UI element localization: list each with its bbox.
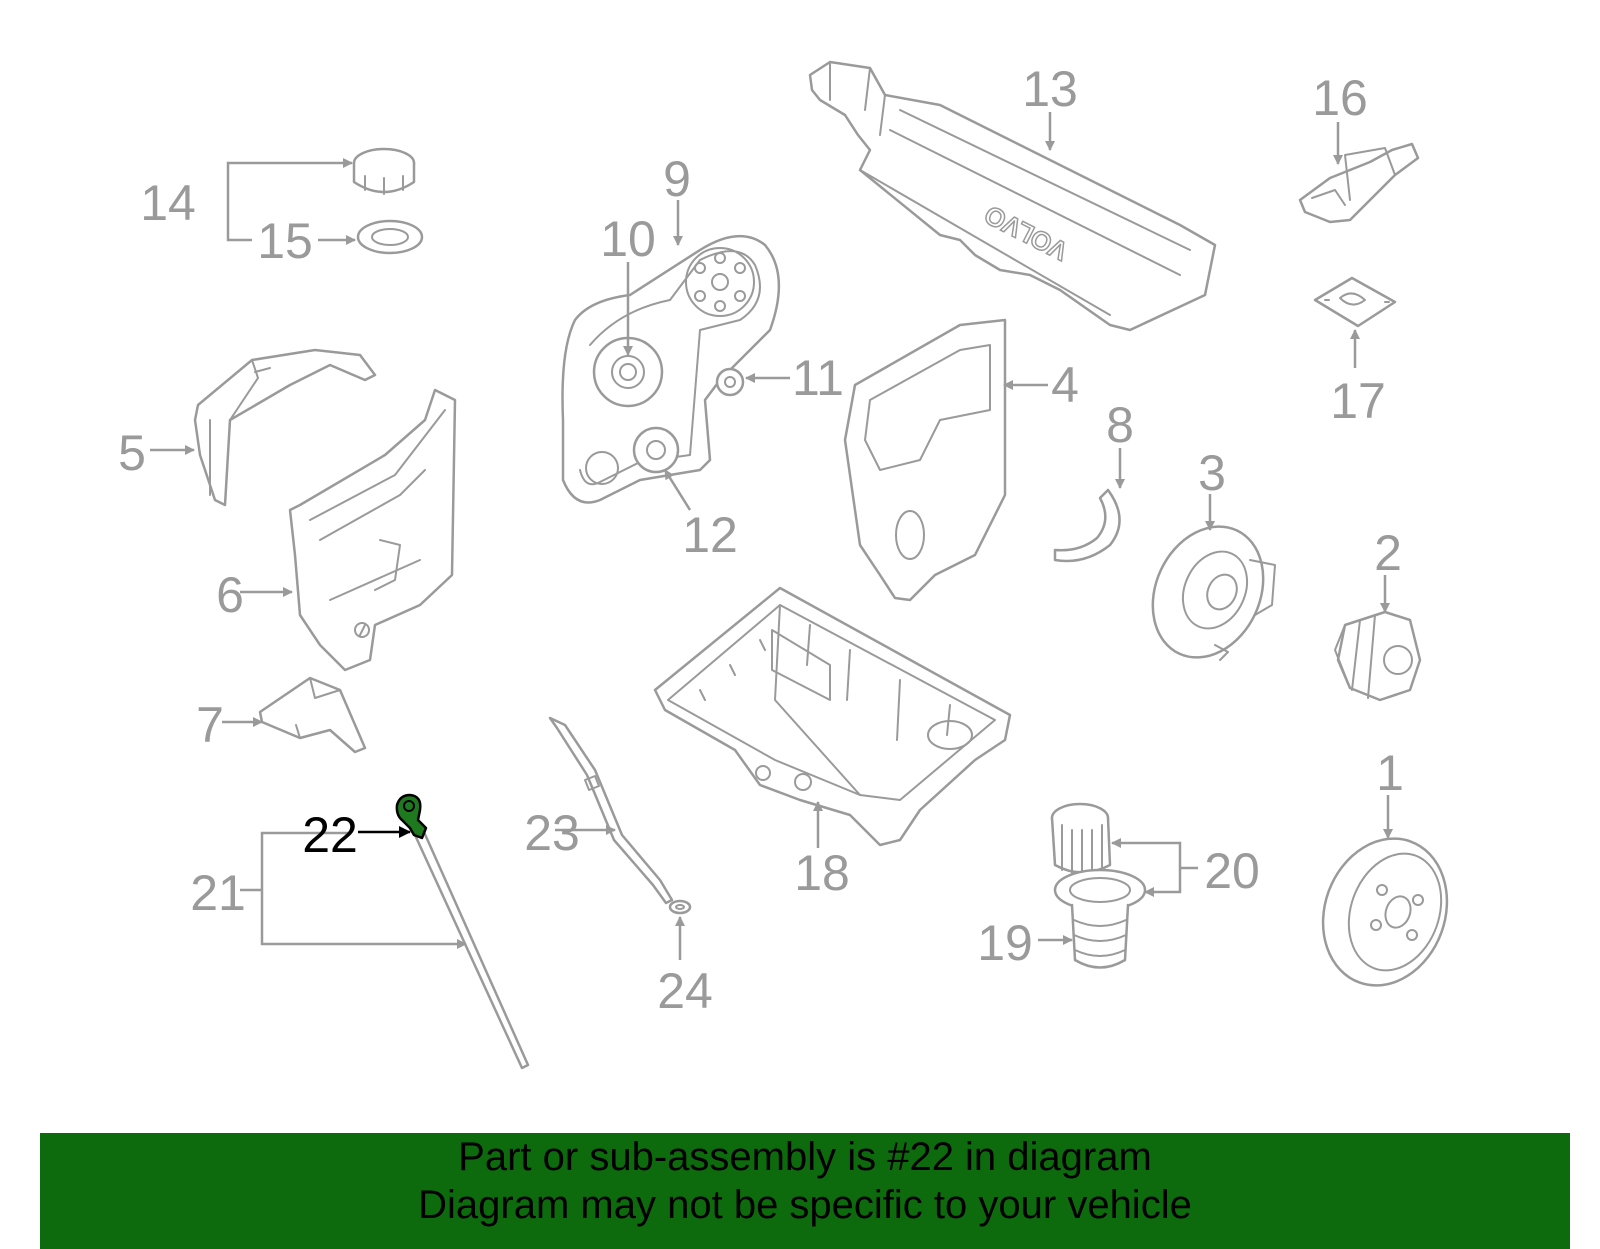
part-7-bracket[interactable] [258, 676, 367, 754]
part-16-sensor[interactable] [1298, 142, 1420, 224]
callout-14: 14 [140, 175, 196, 231]
callout-24: 24 [657, 963, 713, 1019]
part-12-crank-gear[interactable] [632, 426, 680, 474]
part-19-filter-housing[interactable] [1053, 868, 1147, 969]
callout-11: 11 [792, 350, 844, 406]
callout-20: 20 [1204, 843, 1260, 899]
callout-8: 8 [1106, 397, 1134, 453]
callout-16: 16 [1312, 70, 1368, 126]
callout-1: 1 [1376, 745, 1404, 801]
callout-10: 10 [600, 211, 656, 267]
part-20-oil-filter[interactable] [1050, 802, 1112, 876]
part-11-idler-pulley[interactable] [715, 367, 745, 397]
banner-line-2: Diagram may not be specific to your vehi… [418, 1183, 1192, 1227]
part-3-oil-pump[interactable] [1132, 508, 1284, 675]
part-13-engine-cover[interactable]: VOLVO [808, 60, 1217, 332]
callout-18: 18 [794, 845, 850, 901]
part-22-dipstick-handle[interactable] [395, 793, 428, 840]
callout-3: 3 [1198, 445, 1226, 501]
callout-2: 2 [1374, 525, 1402, 581]
part-1-crank-pulley[interactable] [1303, 821, 1467, 1003]
part-15-seal[interactable] [356, 219, 424, 255]
part-6-rear-cover[interactable] [288, 388, 457, 672]
callout-23: 23 [524, 805, 580, 861]
callout-13: 13 [1022, 61, 1078, 117]
callout-7: 7 [196, 697, 224, 753]
callout-19: 19 [977, 915, 1033, 971]
callout-21: 21 [190, 865, 246, 921]
callout-15: 15 [257, 213, 313, 269]
part-8-seal-segment[interactable] [1053, 488, 1121, 563]
info-banner: Part or sub-assembly is #22 in diagram D… [40, 1133, 1570, 1249]
part-18-oil-pan[interactable] [653, 586, 1012, 847]
callout-9: 9 [663, 151, 691, 207]
banner-line-1: Part or sub-assembly is #22 in diagram [458, 1135, 1152, 1179]
callout-17: 17 [1330, 373, 1386, 429]
part-2-water-pump[interactable] [1334, 610, 1422, 702]
callout-5: 5 [118, 425, 146, 481]
part-9-timing-belt[interactable] [561, 234, 781, 504]
callout-12: 12 [682, 507, 738, 563]
part-23-dipstick-tube[interactable] [548, 716, 674, 905]
part-17-gasket[interactable] [1313, 276, 1397, 328]
part-4-timing-cover[interactable] [843, 318, 1007, 602]
part-14-oil-filler-cap[interactable] [352, 147, 416, 195]
part-21-dipstick[interactable] [413, 828, 530, 1070]
callout-6: 6 [216, 567, 244, 623]
callout-4: 4 [1051, 357, 1079, 413]
part-24-o-ring[interactable] [668, 899, 692, 915]
part-5-upper-cover[interactable] [193, 348, 377, 507]
callout-22: 22 [302, 807, 358, 863]
